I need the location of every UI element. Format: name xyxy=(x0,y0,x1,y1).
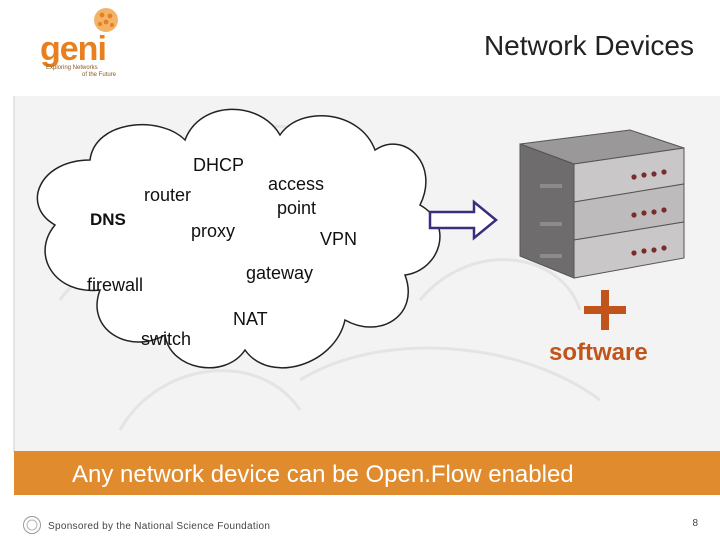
cloud-word-access: access xyxy=(268,174,325,194)
logo-tagline-2: of the Future xyxy=(82,72,117,78)
cloud-word-router: router xyxy=(144,185,192,205)
cloud-word-nat: NAT xyxy=(233,309,268,329)
cloud-word-point: point xyxy=(277,198,317,218)
cloud-word-dhcp: DHCP xyxy=(193,155,245,175)
sponsor-text: Sponsored by the National Science Founda… xyxy=(48,521,271,532)
server-stack-icon xyxy=(519,129,685,279)
openflow-banner: Any network device can be Open.Flow enab… xyxy=(14,451,720,495)
cloud-word-proxy: proxy xyxy=(191,221,236,241)
cloud-word-dns: DNS xyxy=(90,210,126,229)
globe-icon xyxy=(94,8,118,32)
logo-wordmark: geni xyxy=(40,30,107,68)
software-label: software xyxy=(549,339,648,366)
logo-tagline: Exploring Networks xyxy=(46,65,98,71)
cloud-word-switch: switch xyxy=(141,329,192,349)
plus-icon xyxy=(584,290,626,330)
cloud-word-gateway: gateway xyxy=(246,263,314,283)
banner-text: Any network device can be Open.Flow enab… xyxy=(72,461,574,488)
right-arrow-icon xyxy=(428,199,498,241)
cloud-word-firewall: firewall xyxy=(87,275,144,295)
nsf-logo-icon xyxy=(23,516,41,534)
geni-logo: geni Exploring Networks of the Future xyxy=(40,8,130,78)
page-number: 8 xyxy=(692,518,698,529)
slide-title: Network Devices xyxy=(483,30,694,61)
cloud-word-vpn: VPN xyxy=(320,229,358,249)
